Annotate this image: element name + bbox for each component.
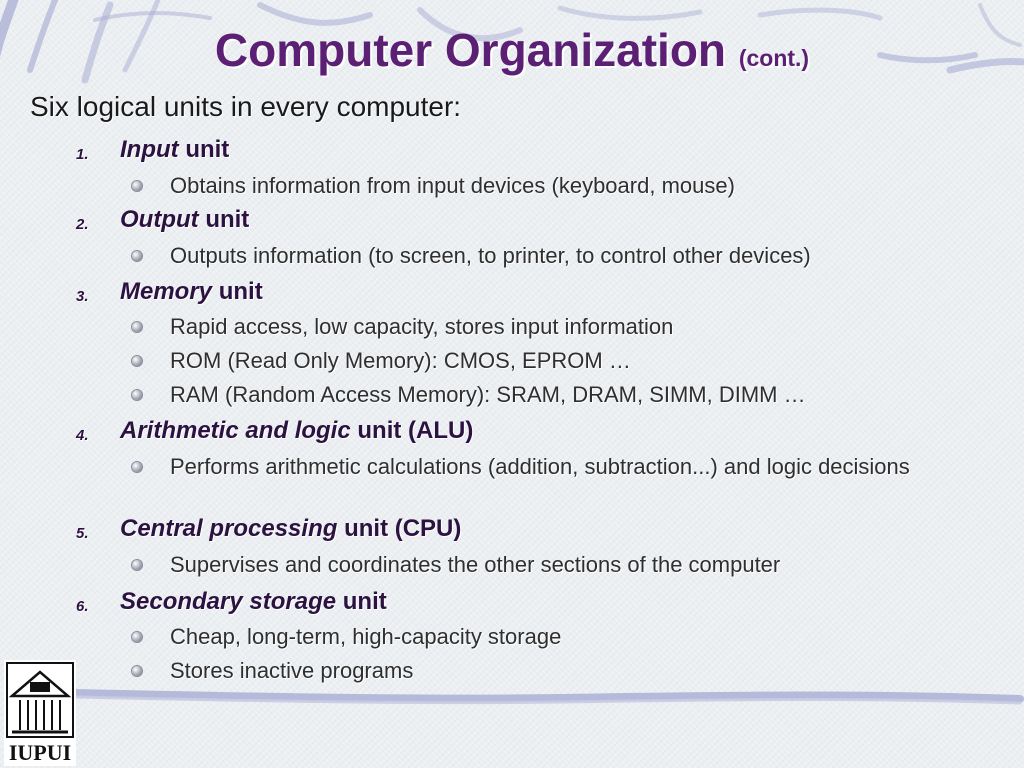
bullet-icon bbox=[132, 666, 142, 676]
item-heading-rest: unit bbox=[205, 206, 250, 233]
item-number: 3. bbox=[76, 288, 89, 305]
sub-item-text: RAM (Random Access Memory): SRAM, DRAM, … bbox=[170, 382, 806, 407]
item-heading: Input unit bbox=[120, 136, 229, 164]
sub-item-text: Obtains information from input devices (… bbox=[170, 173, 735, 198]
item-number: 5. bbox=[76, 525, 89, 542]
item-heading: Central processing unit (CPU) bbox=[120, 515, 461, 543]
item-number: 2. bbox=[76, 216, 89, 233]
item-heading-italic: Memory bbox=[120, 278, 213, 305]
bullet-icon bbox=[132, 251, 142, 261]
item-heading-rest: unit bbox=[185, 136, 230, 163]
bullet-icon bbox=[132, 632, 142, 642]
bullet-icon bbox=[132, 356, 142, 366]
item-heading: Memory unit bbox=[120, 278, 263, 306]
item-number: 6. bbox=[76, 598, 89, 615]
sub-item-text: Performs arithmetic calculations (additi… bbox=[170, 454, 910, 479]
iupui-logo: IUPUI bbox=[4, 660, 76, 766]
item-heading-italic: Central processing bbox=[120, 515, 338, 542]
item-number: 4. bbox=[76, 427, 89, 444]
sub-item-text: ROM (Read Only Memory): CMOS, EPROM … bbox=[170, 348, 631, 373]
item-heading: Output unit bbox=[120, 206, 249, 234]
sub-item-text: Supervises and coordinates the other sec… bbox=[170, 552, 781, 577]
item-number: 1. bbox=[76, 146, 89, 163]
item-heading-italic: Input bbox=[120, 136, 179, 163]
item-heading-rest: unit (CPU) bbox=[344, 515, 462, 542]
title-main: Computer Organization bbox=[214, 24, 727, 76]
sub-item-text: Cheap, long-term, high-capacity storage bbox=[170, 624, 562, 649]
sub-item-text: Outputs information (to screen, to print… bbox=[170, 243, 811, 268]
item-heading-italic: Output bbox=[120, 206, 199, 233]
bullet-icon bbox=[132, 390, 142, 400]
bullet-icon bbox=[132, 322, 142, 332]
item-heading-rest: unit bbox=[218, 278, 263, 305]
sub-item-text: Rapid access, low capacity, stores input… bbox=[170, 314, 674, 339]
item-heading-rest: unit (ALU) bbox=[357, 417, 474, 444]
title-suffix: (cont.) bbox=[738, 45, 810, 71]
bullet-icon bbox=[132, 560, 142, 570]
item-heading-italic: Arithmetic and logic bbox=[120, 417, 351, 444]
item-heading-italic: Secondary storage bbox=[120, 588, 337, 615]
intro-text: Six logical units in every computer: bbox=[30, 91, 462, 122]
sub-item-text: Stores inactive programs bbox=[170, 658, 414, 683]
item-heading-rest: unit bbox=[342, 588, 387, 615]
item-heading: Arithmetic and logic unit (ALU) bbox=[120, 417, 473, 445]
bullet-icon bbox=[132, 181, 142, 191]
item-heading: Secondary storage unit bbox=[120, 588, 387, 616]
slide-title: Computer Organization (cont.) bbox=[0, 22, 1024, 86]
bullet-icon bbox=[132, 462, 142, 472]
logo-wordmark: IUPUI bbox=[9, 740, 71, 765]
